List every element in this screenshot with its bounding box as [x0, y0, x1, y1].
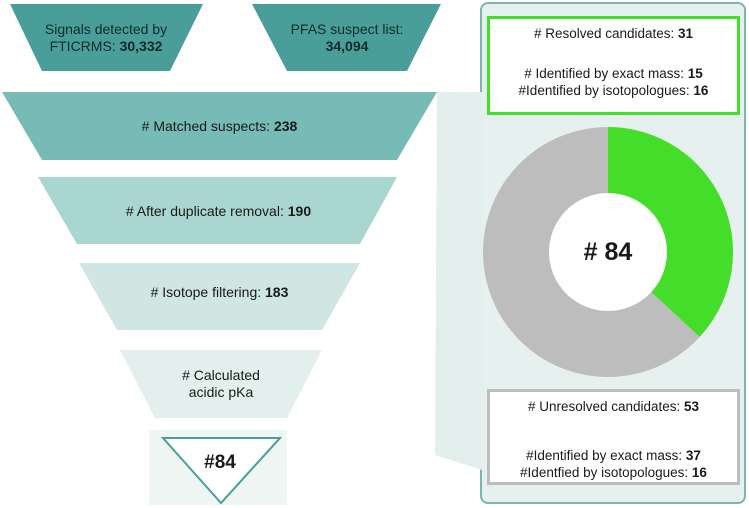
donut-slice-resolved — [608, 127, 733, 338]
pka-line1: # Calculated — [182, 367, 260, 383]
duplicate-text: # After duplicate removal: — [125, 202, 288, 219]
isotope-value: 183 — [265, 283, 289, 300]
matched-trapezoid — [2, 92, 437, 160]
resolved-iso-value: 16 — [693, 83, 709, 98]
pka-line2: acidic pKa — [188, 384, 254, 400]
matched-value: 238 — [273, 117, 298, 134]
pka-trapezoid — [120, 350, 322, 418]
pfas-line1: PFAS suspect list: — [290, 21, 404, 37]
isotope-text: # Isotope filtering: — [150, 283, 266, 300]
donut-hole — [549, 193, 667, 311]
candidates-donut-chart — [483, 127, 733, 377]
signals-label: Signals detected by FTICRMS: 30,332 — [40, 16, 172, 60]
resolved-iso-label: #Identified by isotopologues: — [518, 83, 694, 98]
unresolved-exact: #Identified by exact mass: 37 — [490, 447, 737, 464]
signals-line1: Signals detected by — [44, 21, 168, 37]
final-count-label: #84 — [204, 451, 236, 473]
pfas-value: 34,094 — [325, 38, 369, 54]
unresolved-iso: #Identfied by isotopologues: 16 — [490, 464, 737, 481]
resolved-label: # Resolved candidates: — [533, 26, 679, 41]
duplicate-label: # After duplicate removal: 190 — [77, 200, 360, 222]
unresolved-label: # Unresolved candidates: — [527, 399, 685, 414]
resolved-box: # Resolved candidates: 31 # Identified b… — [487, 16, 740, 115]
unresolved-title: # Unresolved candidates: 53 — [490, 398, 737, 415]
final-triangle — [160, 437, 283, 505]
signals-trapezoid — [10, 4, 203, 71]
resolved-value: 31 — [678, 26, 694, 41]
isotope-label: # Isotope filtering: 183 — [117, 281, 322, 303]
unresolved-value: 53 — [684, 399, 700, 414]
matched-label: # Matched suspects: 238 — [42, 115, 397, 137]
signals-prefix: FTICRMS: — [49, 38, 120, 54]
matched-text: # Matched suspects: — [141, 117, 274, 134]
isotope-trapezoid — [79, 263, 360, 330]
resolved-exact-value: 15 — [687, 66, 703, 81]
duplicate-value: 190 — [287, 202, 312, 219]
donut-center-label: # 84 — [583, 237, 633, 266]
unresolved-exact-value: 37 — [685, 448, 701, 463]
signals-value: 30,332 — [119, 38, 163, 54]
resolved-exact-label: # Identified by exact mass: — [524, 66, 688, 81]
panel-connector — [435, 92, 482, 470]
pka-label: # Calculated acidic pKa — [155, 365, 287, 403]
resolved-iso: #Identified by isotopologues: 16 — [490, 82, 737, 99]
unresolved-exact-label: #Identified by exact mass: — [526, 448, 686, 463]
resolved-title: # Resolved candidates: 31 — [490, 25, 737, 42]
pfas-label: PFAS suspect list: 34,094 — [282, 16, 412, 60]
pfas-trapezoid — [252, 4, 441, 71]
duplicate-trapezoid — [38, 177, 397, 244]
unresolved-iso-value: 16 — [691, 465, 707, 480]
signals-line2: FTICRMS: 30,332 — [50, 38, 163, 55]
unresolved-box: # Unresolved candidates: 53 #Identified … — [487, 389, 740, 485]
unresolved-iso-label: #Identfied by isotopologues: — [520, 465, 692, 480]
resolved-exact: # Identified by exact mass: 15 — [490, 65, 737, 82]
